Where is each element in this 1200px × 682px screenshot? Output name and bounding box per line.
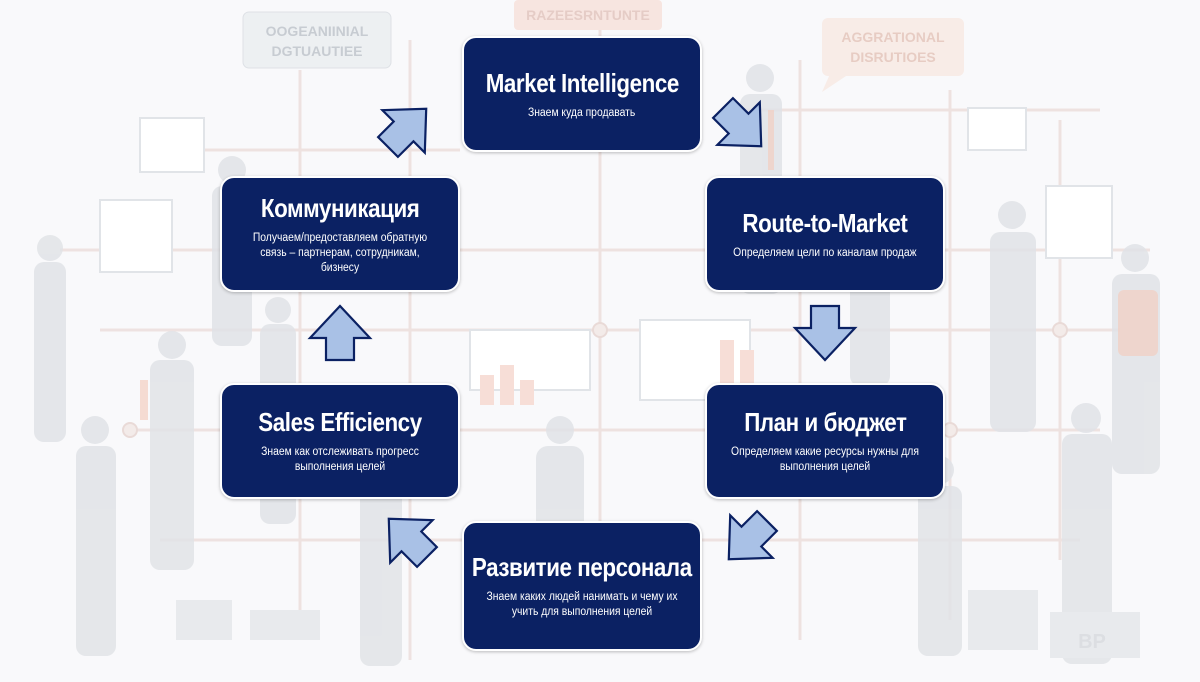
sign-top-center: RAZEESRNTUNTE	[514, 0, 662, 30]
box-title: План и бюджет	[743, 407, 907, 437]
box-title: Route-to-Market	[742, 207, 908, 238]
svg-text:DISRUTIOES: DISRUTIOES	[850, 49, 936, 65]
box-subtitle: Определяем какие ресурсы нужны для выпол…	[731, 446, 919, 473]
box-title: Развитие персонала	[472, 552, 692, 582]
route-to-market-box: Route-to-Market Определяем цели по канал…	[705, 176, 945, 292]
box-subtitle: Знаем как отслеживать прогресс выполнени…	[261, 446, 419, 473]
box-subtitle: Знаем каких людей нанимать и чему их учи…	[486, 591, 678, 618]
box-subtitle: Получаем/предоставляем обратную связь – …	[252, 231, 428, 274]
svg-text:AGGRATIONAL: AGGRATIONAL	[841, 29, 945, 45]
sign-top-right: AGGRATIONAL DISRUTIOES	[822, 18, 964, 92]
sales-efficiency-box: Sales Efficiency Знаем как отслеживать п…	[220, 383, 460, 499]
box-title: Коммуникация	[260, 192, 420, 223]
plan-budget-box: План и бюджет Определяем какие ресурсы н…	[705, 383, 945, 499]
market-intelligence-box: Market Intelligence Знаем куда продавать	[462, 36, 702, 152]
sign-top-left: OOGEANIINIAL DGTUAUTIEE	[242, 11, 392, 69]
svg-text:OOGEANIINIAL: OOGEANIINIAL	[266, 23, 369, 39]
sign-bottom-right: BP	[1078, 631, 1106, 653]
svg-text:RAZEESRNTUNTE: RAZEESRNTUNTE	[526, 7, 650, 23]
box-title: Market Intelligence	[485, 67, 679, 98]
people-development-box: Развитие персонала Знаем каких людей нан…	[462, 521, 702, 651]
box-title: Sales Efficiency	[258, 407, 422, 437]
svg-text:DGTUAUTIEE: DGTUAUTIEE	[272, 43, 363, 59]
communication-box: Коммуникация Получаем/предоставляем обра…	[220, 176, 460, 292]
box-subtitle: Определяем цели по каналам продаж	[733, 246, 917, 259]
box-subtitle: Знаем куда продавать	[528, 106, 636, 119]
svg-text:BP: BP	[1078, 631, 1106, 653]
